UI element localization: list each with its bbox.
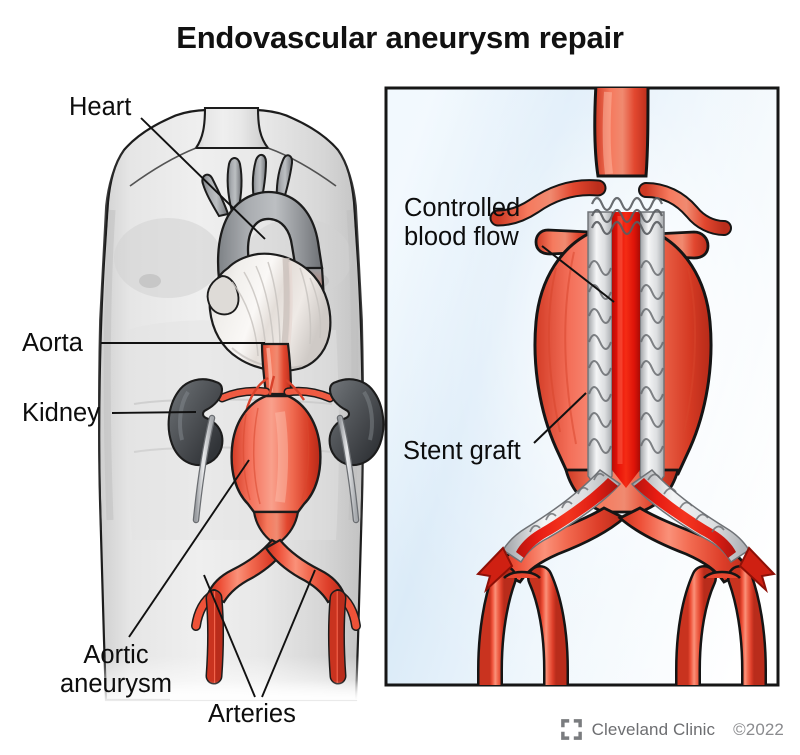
graft-lumen (612, 212, 640, 488)
inset-content (475, 88, 777, 685)
femoral-left-arch (503, 570, 541, 580)
suprarenal-highlight (602, 91, 613, 175)
pec-left (114, 218, 222, 298)
heart-striations (231, 261, 322, 357)
flow-arrow-left (475, 546, 514, 594)
leader-lines-right (533, 245, 615, 444)
side-shade-left (103, 209, 116, 521)
leader-lines-left (101, 117, 316, 698)
leader-heart (140, 117, 266, 240)
flow-arrow-right (738, 546, 777, 594)
renal-right-inset (640, 184, 730, 234)
aneurysm-texture (242, 407, 310, 505)
footer-attribution: Cleveland Clinic ©2022 (560, 718, 784, 741)
kidney-left-highlight (178, 390, 190, 441)
inset-panel (384, 86, 780, 687)
label-aorta: Aorta (22, 329, 83, 357)
aorta-system (167, 154, 385, 700)
iliac-artery-right (264, 538, 346, 604)
graft-limb-right-springs (647, 473, 725, 533)
label-kidney: Kidney (22, 399, 100, 427)
ureter-right (338, 416, 358, 522)
femoral-right-inset (729, 567, 765, 685)
femoral-right-arch (703, 570, 741, 580)
label-controlled-blood-flow: Controlled blood flow (404, 194, 521, 251)
leader-aneurysm (128, 459, 250, 638)
leader-stent-graft (533, 392, 587, 444)
label-heart: Heart (69, 93, 132, 121)
arm-right-contour (337, 149, 364, 531)
clavicle-left (129, 147, 197, 187)
leader-arteries-left (203, 574, 256, 698)
torso-body (80, 106, 380, 705)
neck (193, 106, 271, 150)
leader-controlled-flow (541, 245, 615, 303)
renal-artery-right (285, 388, 333, 401)
femoral-left-branch (529, 567, 567, 685)
iliac-artery-left (206, 538, 288, 604)
page-title: Endovascular aneurysm repair (176, 20, 624, 55)
label-arteries: Arteries (208, 700, 296, 728)
clavicle-right (267, 147, 337, 187)
graft-springs-proximal (590, 196, 664, 236)
nipple-left (139, 274, 161, 288)
ureter-left (194, 416, 214, 522)
aneurysm-highlight (275, 411, 288, 503)
leader-kidney (111, 411, 197, 414)
renal-artery-left (219, 388, 269, 401)
femoral-left-inset (479, 567, 515, 685)
kidney-right-highlight (362, 390, 374, 441)
label-stent-graft: Stent graft (403, 437, 521, 465)
graft-limb-left-springs (529, 472, 605, 533)
brand-name: Cleveland Clinic (591, 719, 716, 739)
abdominal-aorta (260, 342, 293, 396)
label-aortic-aneurysm: Aortic aneurysm (60, 641, 172, 698)
arm-left-contour (98, 149, 125, 531)
leader-arteries-right (261, 569, 316, 698)
branch-left-1 (226, 157, 243, 213)
copyright-text: ©2022 (733, 719, 784, 739)
stent-graft (475, 196, 777, 594)
graft-limb-right-lumen (634, 478, 736, 558)
cleveland-clinic-logo-icon (560, 719, 582, 740)
heart (206, 252, 332, 372)
aneurysm-sac-texture (547, 251, 697, 445)
renal-left-inset (491, 181, 605, 225)
femoral-right-branch (677, 567, 715, 685)
torso-illustration (80, 106, 385, 705)
iliac-right-inset (617, 506, 750, 584)
graft-limb-left-lumen (516, 478, 618, 558)
